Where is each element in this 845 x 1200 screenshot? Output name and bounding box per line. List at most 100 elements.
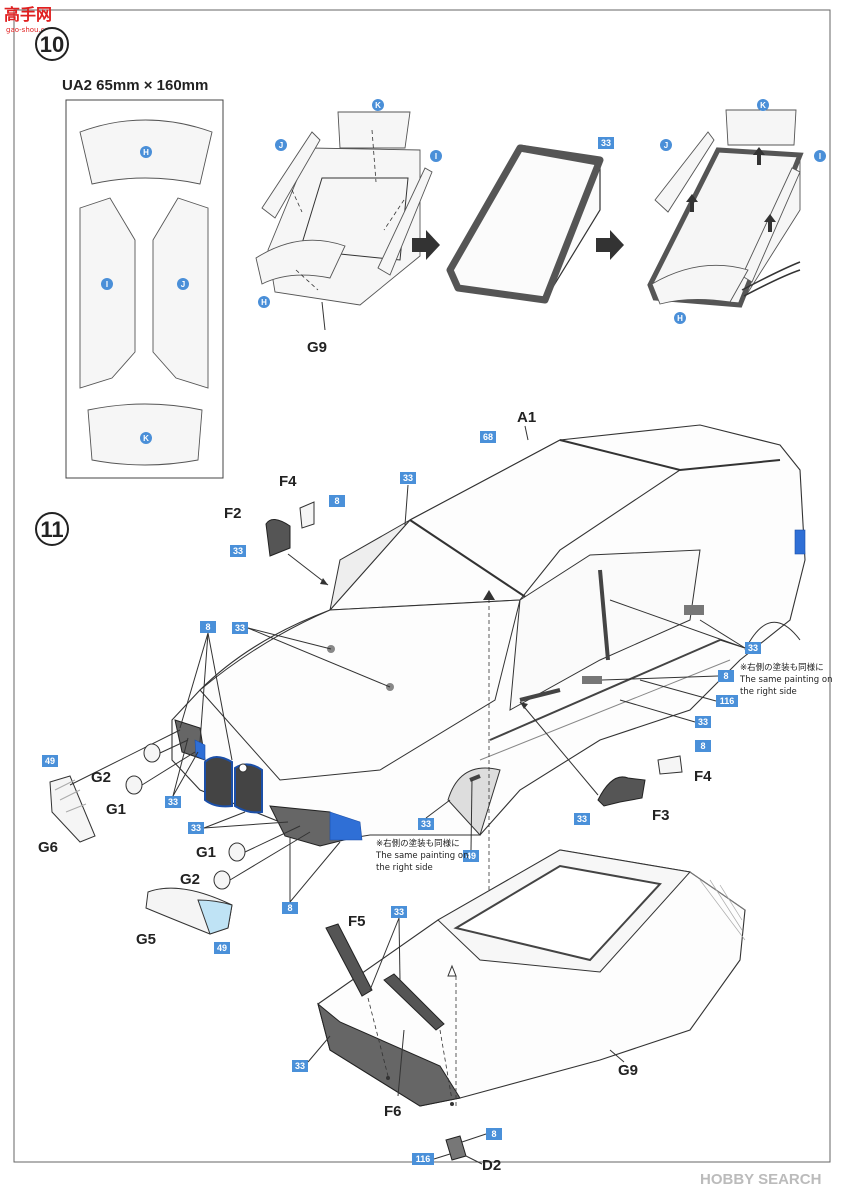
callout-text: 33 — [295, 1061, 305, 1071]
callout-text: 33 — [421, 819, 431, 829]
watermark-top: 高手网 gao-shou.com — [4, 5, 56, 34]
indicator-left — [194, 739, 206, 761]
paint-33-f3 — [574, 813, 590, 825]
front-wheel-arch — [447, 767, 501, 836]
callout-text: 8 — [491, 1129, 496, 1139]
label-g2-bottom: G2 — [180, 871, 200, 888]
paint-33-side-b — [695, 716, 711, 728]
callout-text: 49 — [45, 756, 55, 766]
paint-33-left-lights — [165, 796, 181, 808]
badge-emblem — [238, 763, 248, 773]
indicator-right — [329, 811, 363, 841]
callout-text: 33 — [601, 138, 611, 148]
marker-i — [430, 150, 442, 162]
paint-33-side-trim — [745, 642, 761, 654]
callout-text: 49 — [217, 943, 227, 953]
mask-i-marker — [101, 278, 113, 290]
step-10-number: 10 — [40, 32, 64, 57]
paint-49-g6 — [42, 755, 58, 767]
callout-text: 33 — [748, 643, 758, 653]
label-g1-top: G1 — [106, 801, 126, 818]
paint-33-g9-sill — [292, 1060, 308, 1072]
window-part-final: K J I H — [647, 99, 826, 324]
label-f4-top: F4 — [279, 473, 297, 490]
window-part-with-masks: K J I H G9 — [255, 99, 442, 356]
callout-text: I — [106, 280, 108, 289]
mask-j-shape — [152, 197, 209, 389]
callout-text: 8 — [700, 741, 705, 751]
label-f4-right: F4 — [694, 768, 712, 785]
callout-text: 33 — [191, 823, 201, 833]
watermark-brand: 高手网 — [4, 5, 52, 24]
mirror-housing-f2 — [265, 519, 291, 557]
note-left-en2: the right side — [376, 863, 433, 873]
callout-text: 33 — [403, 473, 413, 483]
paint-8-d2 — [486, 1128, 502, 1140]
marker-j — [275, 139, 287, 151]
lens-g2-bottom — [213, 870, 231, 890]
light-d2 — [445, 1135, 467, 1161]
paint-8-f4-right — [695, 740, 711, 752]
marker-h — [258, 296, 270, 308]
callout-text: J — [181, 280, 185, 289]
lens-g2-top — [143, 743, 161, 763]
mirror-glass-f4-right — [657, 755, 683, 775]
front-door-handle — [582, 676, 602, 684]
note-right-en1: The same painting on — [739, 675, 832, 685]
windshield — [329, 519, 411, 612]
note-right-jp: ※右側の塗装も同様に — [740, 662, 824, 673]
arrow-right-2 — [596, 230, 624, 260]
car-body-a1 — [171, 424, 806, 847]
label-g9-step11: G9 — [618, 1062, 638, 1079]
part-g6: 49 G6 — [38, 729, 181, 856]
callout-text: J — [664, 141, 668, 150]
paint-68-roof — [480, 431, 496, 443]
callout-text: 8 — [287, 903, 292, 913]
frame-black-trim — [446, 144, 604, 304]
arrow-right-1 — [412, 230, 440, 260]
rear-wheel-arch — [744, 621, 801, 651]
marker-k — [372, 99, 384, 111]
window-inner — [299, 177, 409, 261]
callout-text: 33 — [235, 623, 245, 633]
window-part-g9-bottom: F5 33 F6 33 G9 — [292, 849, 746, 1120]
kidney-grille-right — [234, 763, 263, 814]
lenses-top: G2 G1 33 — [91, 737, 199, 818]
callout-text: K — [143, 434, 149, 443]
hood — [199, 599, 521, 781]
mask-h-applied — [255, 239, 346, 285]
label-g9-step10: G9 — [307, 339, 327, 356]
mask-h-marker — [140, 146, 152, 158]
label-f6: F6 — [384, 1103, 402, 1120]
paint-33-wheel-arch — [418, 818, 434, 830]
callout-text: 8 — [723, 671, 728, 681]
callout-text: I — [819, 152, 821, 161]
note-left-jp: ※右側の塗装も同様に — [376, 838, 460, 849]
label-f3: F3 — [652, 807, 670, 824]
callout-text: 33 — [394, 907, 404, 917]
paint-116-side — [716, 695, 738, 707]
callout-text: 116 — [416, 1154, 431, 1164]
part-g5: G5 49 — [136, 887, 233, 954]
paint-8-side — [718, 670, 734, 682]
lens-g1-top — [125, 775, 143, 795]
paint-33-pillar — [400, 472, 416, 484]
mask-j-applied — [261, 131, 321, 219]
paint-8-grille-top — [200, 621, 216, 633]
mirror-housing-f3 — [597, 776, 646, 807]
label-g6: G6 — [38, 839, 58, 856]
callout-text: H — [143, 148, 149, 157]
lenses-bottom: G1 G2 — [180, 825, 311, 890]
callout-text: K — [375, 101, 381, 110]
paint-8-f4-top — [329, 495, 345, 507]
step-10: 10 UA2 65mm × 160mm H I J K — [35, 27, 826, 479]
side-marker — [469, 774, 481, 782]
paint-33-grille-bottom — [188, 822, 204, 834]
label-a1: A1 — [517, 409, 536, 426]
mask-j-marker — [177, 278, 189, 290]
kidney-grille-left — [204, 756, 233, 808]
paint-33-hood — [232, 622, 248, 634]
callout-text: 8 — [334, 496, 339, 506]
callout-text: H — [261, 298, 267, 307]
part-d2: 8 116 D2 — [412, 1128, 502, 1174]
